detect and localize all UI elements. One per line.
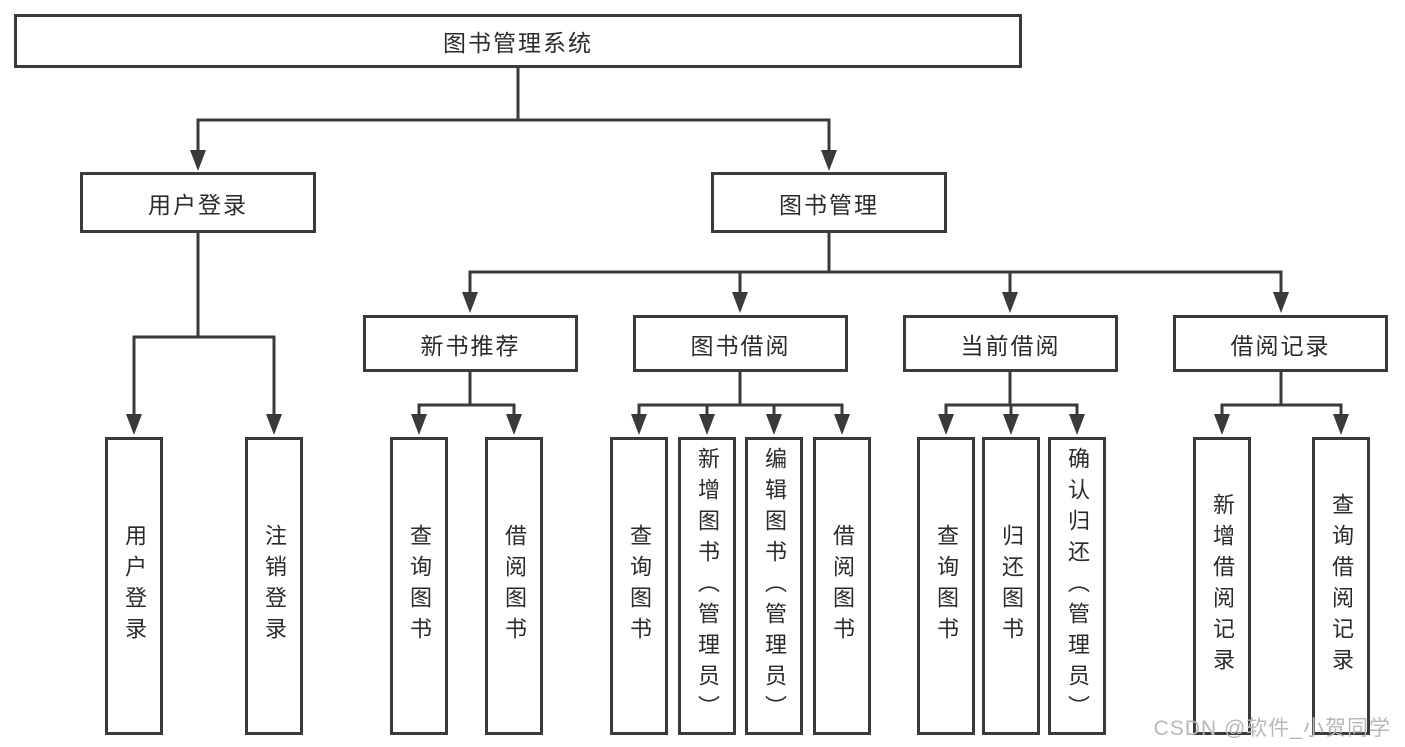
arrow-down-icon	[411, 414, 427, 435]
leaf-records-query: 查询借阅记录	[1312, 437, 1370, 735]
node-current-borrow-label: 当前借阅	[960, 332, 1061, 359]
arrow-down-icon	[1003, 414, 1019, 435]
arrow-down-icon	[266, 414, 282, 435]
arrow-down-icon	[821, 150, 837, 171]
arrow-down-icon	[126, 414, 142, 435]
node-book-borrow-label: 图书借阅	[690, 332, 791, 359]
node-root: 图书管理系统	[14, 14, 1022, 68]
leaf-newbooks-query-label: 查询图书	[407, 524, 432, 648]
arrow-down-icon	[1333, 414, 1349, 435]
node-new-book-recommend-label: 新书推荐	[420, 332, 521, 359]
leaf-records-add: 新增借阅记录	[1193, 437, 1251, 735]
node-book-borrow: 图书借阅	[633, 315, 848, 372]
leaf-user-login: 用户登录	[105, 437, 163, 735]
arrow-down-icon	[732, 292, 748, 313]
leaf-borrow-add-admin: 新增图书（管理员）	[678, 437, 736, 735]
leaf-borrow-edit-admin: 编辑图书（管理员）	[745, 437, 803, 735]
leaf-user-login-label: 用户登录	[122, 524, 147, 648]
node-user-login: 用户登录	[80, 172, 316, 233]
node-book-management: 图书管理	[711, 172, 947, 233]
node-root-label: 图书管理系统	[443, 30, 593, 56]
arrow-down-icon	[938, 414, 954, 435]
leaf-newbooks-borrow: 借阅图书	[485, 437, 543, 735]
arrow-down-icon	[1214, 414, 1230, 435]
arrow-down-icon	[1069, 414, 1085, 435]
leaf-borrow-add-admin-label: 新增图书（管理员）	[695, 446, 720, 726]
arrow-down-icon	[631, 414, 647, 435]
arrow-down-icon	[834, 414, 850, 435]
arrow-down-icon	[462, 292, 478, 313]
leaf-logout-label: 注销登录	[262, 524, 287, 648]
leaf-current-return: 归还图书	[982, 437, 1040, 735]
arrow-down-icon	[1002, 292, 1018, 313]
arrow-down-icon	[1273, 292, 1289, 313]
leaf-borrow-borrow: 借阅图书	[813, 437, 871, 735]
leaf-borrow-edit-admin-label: 编辑图书（管理员）	[762, 446, 787, 726]
leaf-current-confirm-admin-label: 确认归还（管理员）	[1065, 446, 1090, 726]
leaf-borrow-query: 查询图书	[610, 437, 668, 735]
leaf-newbooks-query: 查询图书	[390, 437, 448, 735]
arrow-down-icon	[506, 414, 522, 435]
leaf-current-return-label: 归还图书	[999, 524, 1024, 648]
arrow-down-icon	[766, 414, 782, 435]
leaf-records-add-label: 新增借阅记录	[1210, 493, 1235, 679]
node-new-book-recommend: 新书推荐	[363, 315, 578, 372]
leaf-current-query: 查询图书	[917, 437, 975, 735]
node-current-borrow: 当前借阅	[903, 315, 1118, 372]
arrow-down-icon	[699, 414, 715, 435]
leaf-logout: 注销登录	[245, 437, 303, 735]
watermark: CSDN @软件_小贺同学	[1153, 717, 1391, 740]
arrow-down-icon	[190, 150, 206, 171]
node-user-login-label: 用户登录	[148, 191, 248, 218]
leaf-current-confirm-admin: 确认归还（管理员）	[1048, 437, 1106, 735]
leaf-borrow-borrow-label: 借阅图书	[830, 524, 855, 648]
node-borrow-records-label: 借阅记录	[1230, 332, 1331, 359]
leaf-borrow-query-label: 查询图书	[627, 524, 652, 648]
leaf-records-query-label: 查询借阅记录	[1329, 493, 1354, 679]
node-book-management-label: 图书管理	[779, 191, 879, 218]
leaf-newbooks-borrow-label: 借阅图书	[502, 524, 527, 648]
leaf-current-query-label: 查询图书	[934, 524, 959, 648]
node-borrow-records: 借阅记录	[1173, 315, 1388, 372]
